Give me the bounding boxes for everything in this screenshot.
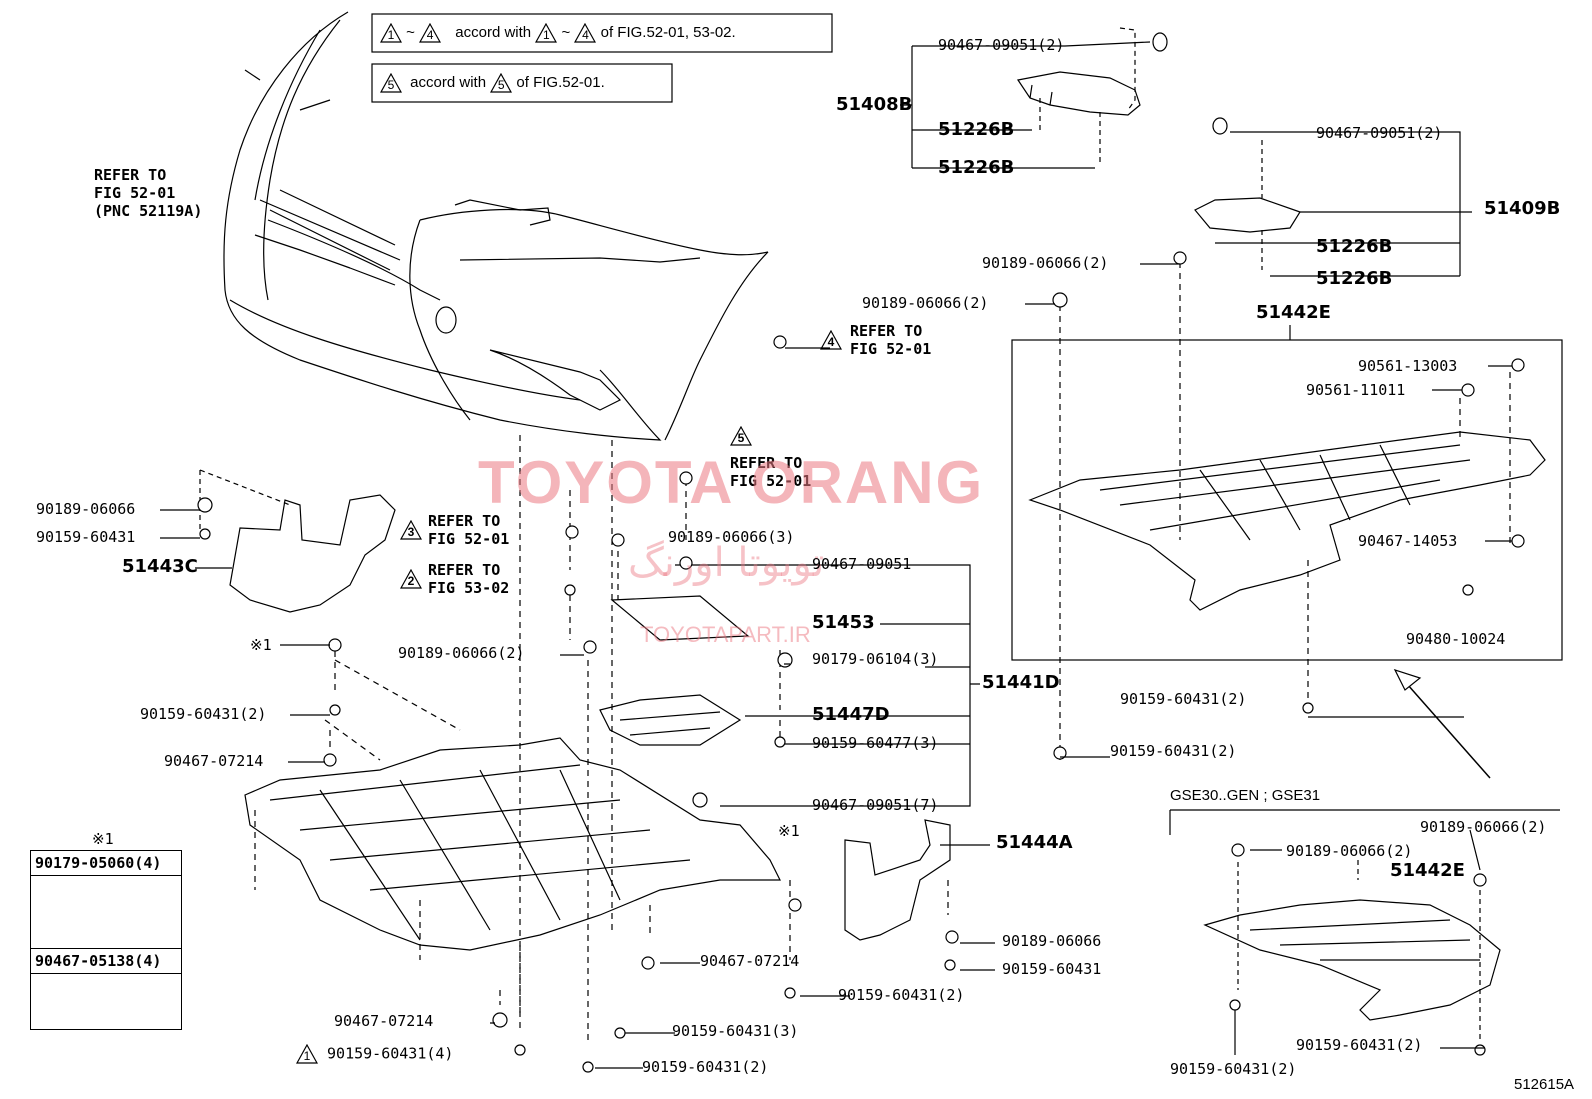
legend-title: ※1 bbox=[92, 830, 114, 848]
triangle-icon: 5 bbox=[490, 73, 513, 93]
inset-under-cover-drawing bbox=[1203, 899, 1501, 1021]
part-label[interactable]: 90159-60431 bbox=[1002, 960, 1102, 978]
part-label[interactable]: 90480-10024 bbox=[1406, 630, 1506, 648]
inset-title: GSE30..GEN ; GSE31 bbox=[1170, 787, 1321, 804]
part-label[interactable]: 90159-60431(2) bbox=[140, 705, 267, 723]
legend-box: 90179-05060(4) 90467-05138(4) bbox=[30, 850, 182, 1030]
part-label[interactable]: 90189-06066(2) bbox=[398, 644, 525, 662]
cover-51409b-drawing bbox=[1194, 117, 1301, 233]
part-label[interactable]: 90159-60431(2) bbox=[642, 1058, 769, 1076]
part-label[interactable]: 90189-06066(2) bbox=[982, 254, 1109, 272]
part-label[interactable]: 90467-07214 bbox=[700, 952, 800, 970]
triangle-icon: 1 bbox=[535, 23, 558, 43]
part-label[interactable]: 90179-06104(3) bbox=[812, 650, 939, 668]
triangle-icon: 1 bbox=[380, 23, 402, 43]
note-2: 5 accord with 5 of FIG.52-01. bbox=[380, 73, 605, 93]
note-1: 1 ~ 4 accord with 1 ~ 4 of FIG.52-01, 53… bbox=[380, 23, 736, 43]
part-label[interactable]: 51409B bbox=[1484, 198, 1561, 219]
watermark-persian: تویوتا اورنگ bbox=[628, 540, 825, 586]
part-label: ※1 bbox=[778, 822, 800, 840]
part-label[interactable]: 51443C bbox=[122, 556, 198, 577]
inset-bracket bbox=[1169, 809, 1560, 835]
triangle-icon: 4 bbox=[574, 23, 597, 43]
part-label[interactable]: 90467-09051(2) bbox=[938, 36, 1065, 54]
part-label[interactable]: 51447D bbox=[812, 704, 890, 725]
part-label[interactable]: 90189-06066(3) bbox=[668, 528, 795, 546]
part-label[interactable]: 51442E bbox=[1256, 302, 1331, 323]
part-label[interactable]: 51226B bbox=[938, 119, 1015, 140]
triangle-icon: 4 bbox=[419, 23, 442, 43]
triangle-icon: 3 bbox=[400, 520, 422, 540]
part-label: ※1 bbox=[250, 636, 272, 654]
part-label[interactable]: 51444A bbox=[996, 832, 1073, 853]
watermark-text: TOYOTA ORANG bbox=[478, 449, 985, 516]
clip-icon bbox=[31, 876, 181, 949]
part-label[interactable]: 51453 bbox=[812, 612, 875, 633]
nut-icon bbox=[31, 974, 181, 1046]
part-label[interactable]: 51226B bbox=[938, 157, 1015, 178]
figure-id: 512615A bbox=[1514, 1076, 1575, 1093]
part-label[interactable]: 90159-60431(2) bbox=[1120, 690, 1247, 708]
under-cover-51442e-drawing bbox=[1028, 431, 1546, 611]
part-label[interactable]: 90467-07214 bbox=[164, 752, 264, 770]
legend-part-2[interactable]: 90467-05138(4) bbox=[31, 949, 181, 974]
triangle-icon: 5 bbox=[380, 73, 402, 93]
part-label[interactable]: 90159-60431(2) bbox=[1170, 1060, 1297, 1078]
part-label[interactable]: 90467-09051(7) bbox=[812, 796, 939, 814]
triangle-icon: 2 bbox=[400, 569, 422, 589]
part-label[interactable]: 51226B bbox=[1316, 236, 1393, 257]
part-label[interactable]: 51441D bbox=[982, 672, 1060, 693]
part-label[interactable]: 90159-60477(3) bbox=[812, 734, 939, 752]
part-label[interactable]: 90159-60431(2) bbox=[838, 986, 965, 1004]
legend-part-1[interactable]: 90179-05060(4) bbox=[31, 851, 181, 876]
part-label[interactable]: 1 90159-60431(4) bbox=[296, 1044, 453, 1064]
part-label[interactable]: 90159-60431(3) bbox=[672, 1022, 799, 1040]
part-label[interactable]: 90467-09051(2) bbox=[1316, 124, 1443, 142]
part-label[interactable]: 90189-06066(2) bbox=[1420, 818, 1547, 836]
part-label[interactable]: 90159-60431(2) bbox=[1110, 742, 1237, 760]
note-box-1 bbox=[371, 13, 833, 53]
part-label[interactable]: 90189-06066 bbox=[1002, 932, 1102, 950]
triangle-icon: 4 bbox=[820, 330, 842, 350]
part-label[interactable]: 90467-09051 bbox=[812, 555, 912, 573]
part-label[interactable]: 90159-60431 bbox=[36, 528, 136, 546]
part-label[interactable]: 51226B bbox=[1316, 268, 1393, 289]
part-label[interactable]: 90189-06066(2) bbox=[862, 294, 989, 312]
part-label[interactable]: 90159-60431(2) bbox=[1296, 1036, 1423, 1054]
box-51442e bbox=[1011, 339, 1563, 661]
under-cover-51441d-drawing bbox=[244, 595, 781, 951]
bracket-51443c-drawing bbox=[229, 494, 396, 613]
dashed-leaders bbox=[254, 435, 949, 1040]
triangle-icon: 5 bbox=[730, 426, 752, 446]
watermark-url: TOYOTAPART.IR bbox=[640, 622, 811, 647]
side-cover-51444a-drawing bbox=[844, 819, 951, 941]
solid-leaders bbox=[160, 263, 1512, 1069]
part-label[interactable]: 90467-07214 bbox=[334, 1012, 434, 1030]
part-label[interactable]: 51442E bbox=[1390, 860, 1465, 881]
note-box-2 bbox=[371, 63, 673, 103]
part-label[interactable]: 90189-06066(2) bbox=[1286, 842, 1413, 860]
part-label[interactable]: 90561-13003 bbox=[1358, 357, 1458, 375]
part-label[interactable]: 90467-14053 bbox=[1358, 532, 1458, 550]
part-label[interactable]: 90561-11011 bbox=[1306, 381, 1406, 399]
part-label[interactable]: 90189-06066 bbox=[36, 500, 136, 518]
front-bumper-drawing bbox=[223, 11, 769, 441]
triangle-icon: 1 bbox=[296, 1044, 318, 1064]
part-label[interactable]: 51408B bbox=[836, 94, 913, 115]
